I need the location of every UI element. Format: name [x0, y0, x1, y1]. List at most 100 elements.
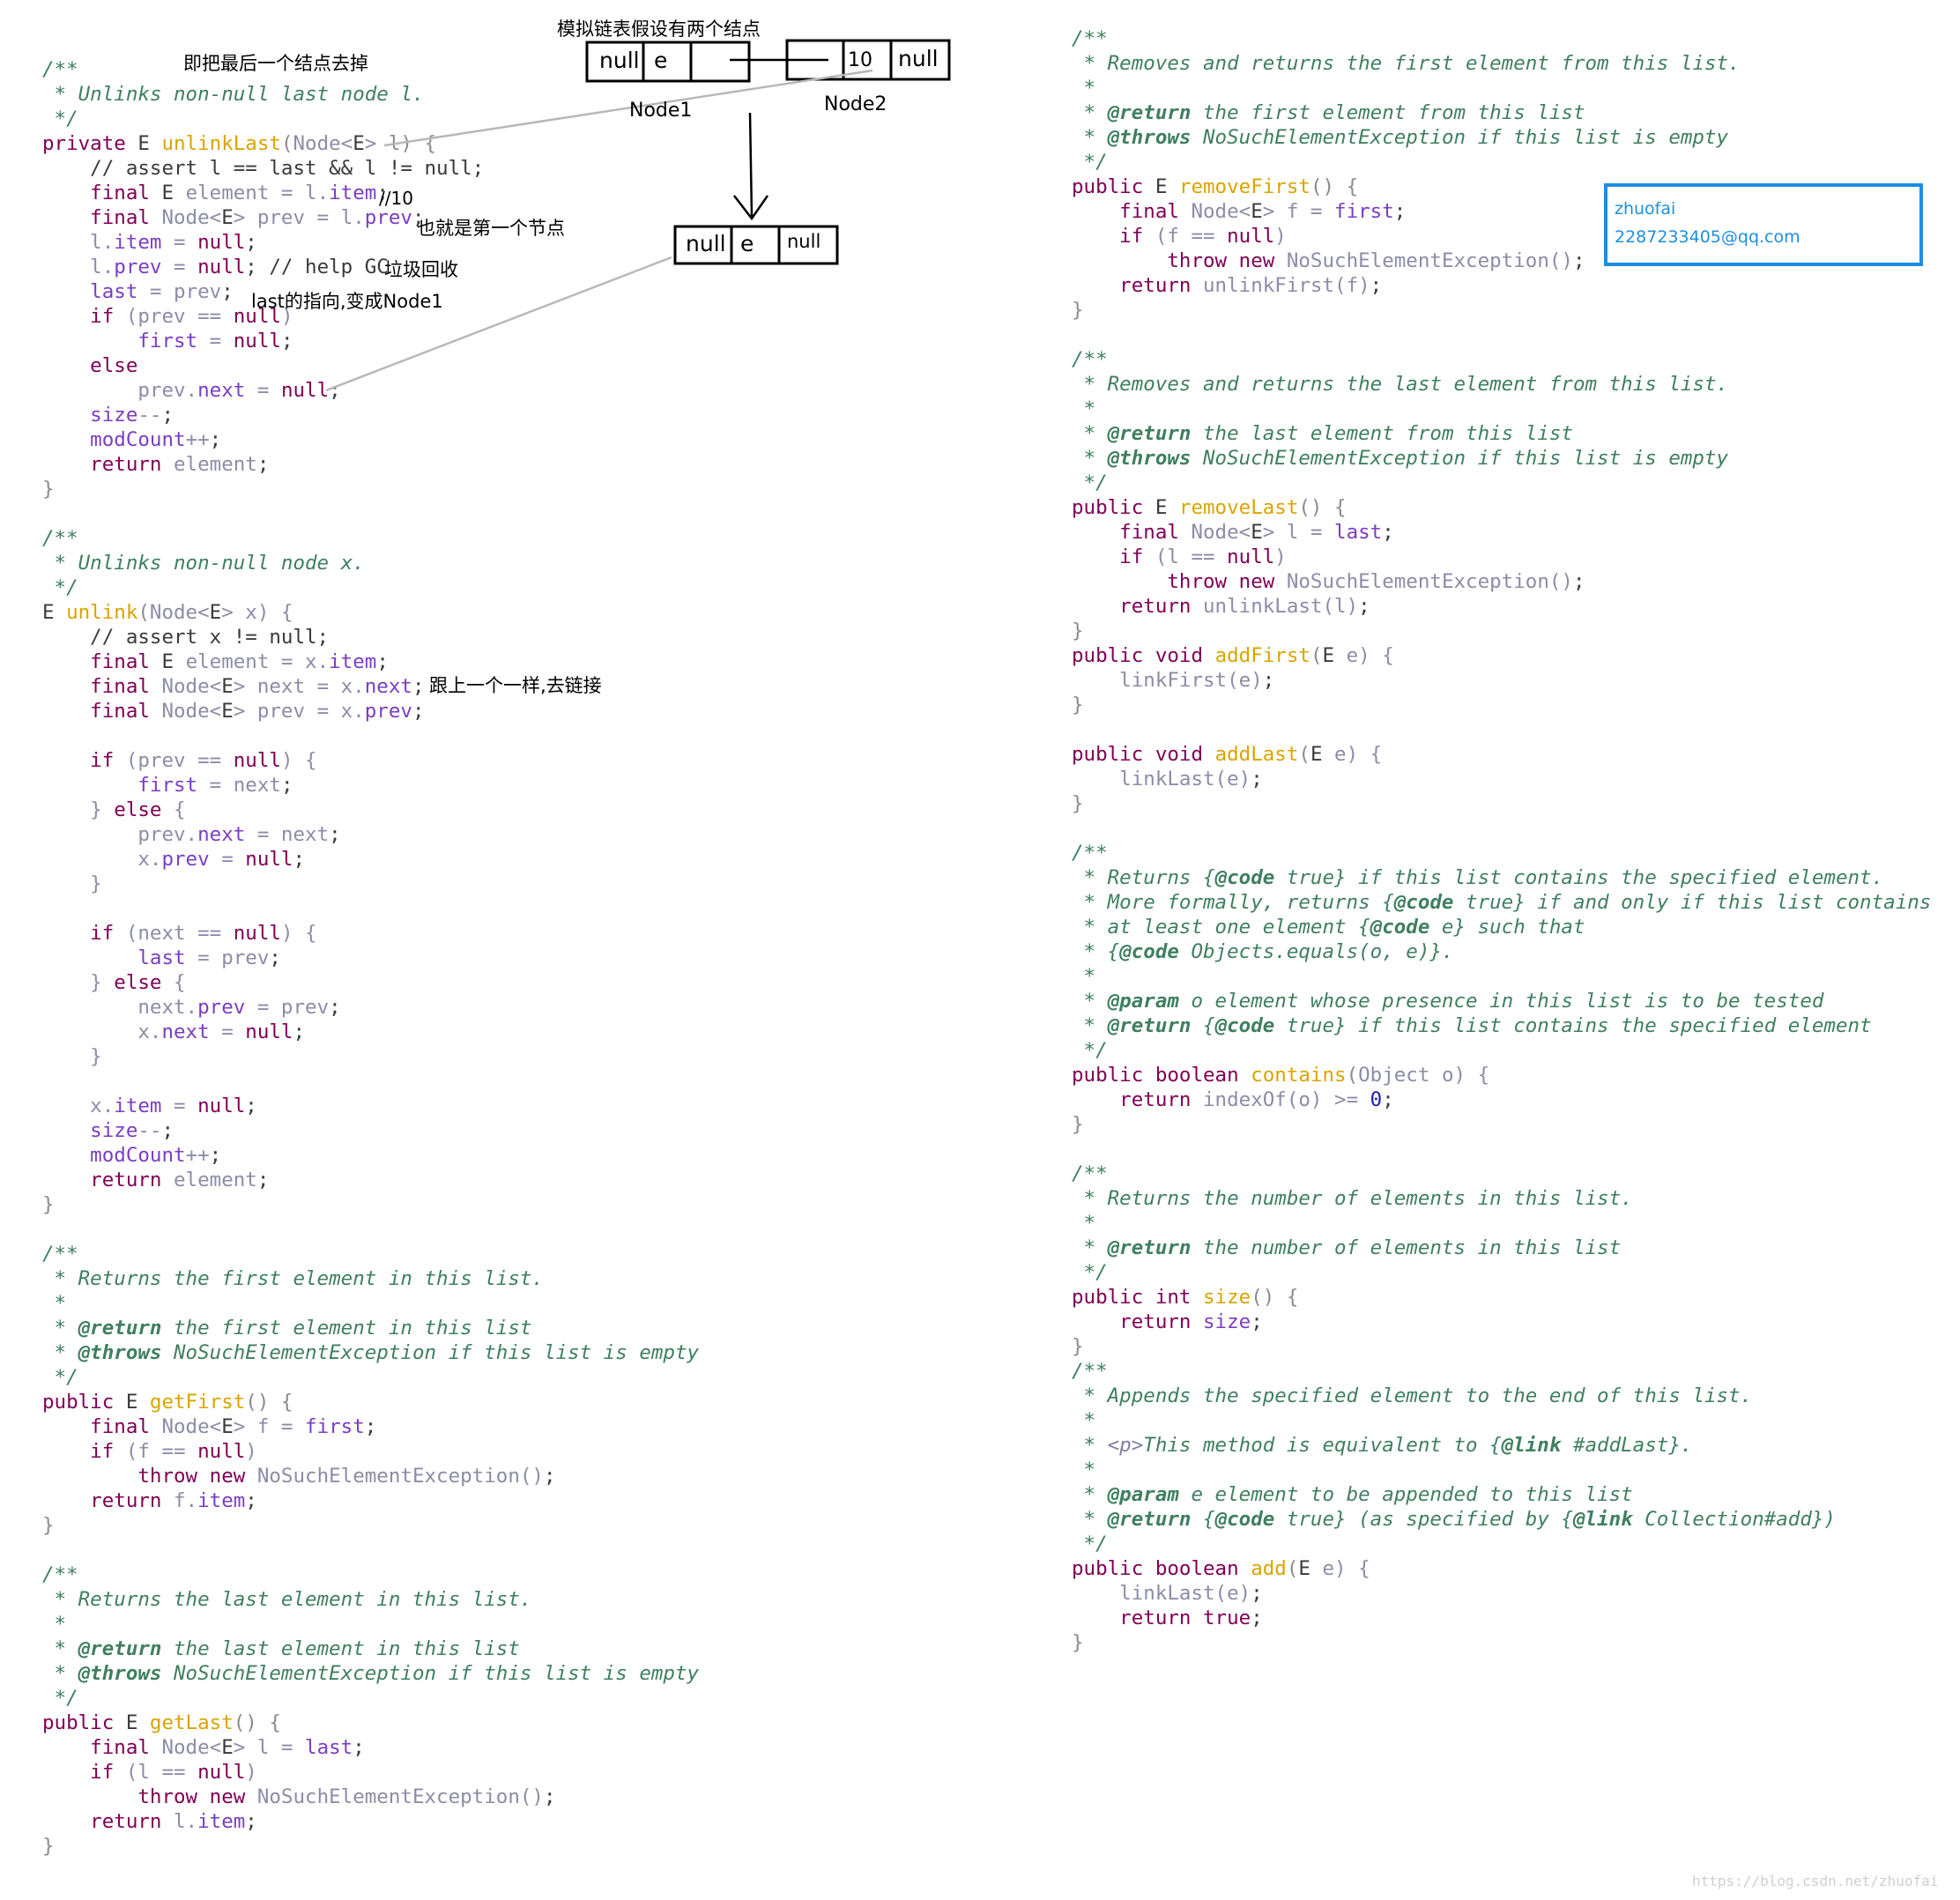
code-token: () {: [233, 1711, 281, 1734]
code-token: ): [280, 305, 293, 328]
result-node-box: [673, 225, 839, 265]
code-line: size--;: [42, 403, 699, 427]
code-token: () {: [245, 1391, 293, 1414]
code-line: final E element = l.item;: [42, 181, 699, 205]
code-token: final: [1072, 521, 1192, 544]
code-token: null: [1227, 225, 1275, 248]
code-token: ;: [412, 206, 425, 229]
code-token: ;: [269, 946, 281, 969]
code-line: */: [42, 575, 699, 600]
code-line: public void addFirst(E e) {: [1072, 643, 1931, 668]
code-token: ;: [245, 1489, 257, 1512]
code-token: /**: [42, 527, 78, 550]
code-token: /**: [42, 1563, 78, 1586]
code-token: public: [42, 1711, 126, 1734]
code-line: }: [1072, 1630, 1931, 1655]
code-token: @code: [1119, 940, 1179, 963]
code-token: indexOf(o) >=: [1203, 1088, 1370, 1111]
code-token: NoSuchElementException(): [256, 1465, 544, 1488]
code-token: E: [221, 700, 234, 723]
code-token: */: [42, 108, 78, 130]
code-token: * Returns {: [1072, 866, 1215, 889]
code-token: null: [197, 256, 246, 278]
code-token: ; // help GC: [245, 256, 389, 278]
code-token: NoSuchElementException if this list is e…: [1191, 447, 1729, 470]
code-token: item: [329, 650, 377, 673]
code-line: final Node<E> f = first;: [1072, 199, 1931, 224]
code-line: * Returns the first element in this list…: [42, 1266, 699, 1291]
code-line: */: [42, 107, 699, 131]
code-token: l.: [174, 1810, 198, 1833]
simulate-note: 模拟链表假设有两个结点: [557, 19, 761, 40]
code-token: return: [42, 453, 174, 476]
code-token: *: [1072, 965, 1096, 988]
code-token: ++: [185, 428, 210, 451]
code-token: (: [1286, 1557, 1299, 1580]
code-line: if (next == null) {: [42, 921, 699, 946]
code-line: size--;: [42, 1118, 699, 1143]
code-token: @code: [1214, 866, 1275, 889]
pointer-line-top: [383, 69, 873, 147]
code-token: prev: [114, 256, 174, 278]
code-line: final Node<E> next = x.next;: [42, 674, 699, 699]
code-line: }: [42, 872, 699, 896]
code-token: prev.: [42, 379, 198, 402]
code-token: #addLast}.: [1561, 1434, 1693, 1457]
code-token: x.: [42, 1095, 115, 1117]
code-token: public int: [1072, 1286, 1204, 1309]
code-token: *: [1072, 1483, 1108, 1506]
code-token: next: [197, 823, 257, 846]
code-token: > prev = x.: [233, 700, 365, 723]
code-line: /**: [42, 1242, 699, 1266]
code-line: */: [42, 1686, 699, 1711]
code-token: (: [1298, 743, 1310, 766]
code-line: *: [42, 1612, 699, 1637]
code-token: last: [42, 946, 198, 969]
code-token: getFirst: [149, 1391, 246, 1414]
code-token: ;: [1251, 1607, 1263, 1629]
code-token: getLast: [149, 1711, 234, 1734]
code-token: linkFirst(e): [1072, 669, 1263, 692]
code-token: @throws: [1107, 447, 1192, 470]
code-line: E unlink(Node<E> x) {: [42, 600, 699, 625]
code-line: * @param e element to be appended to thi…: [1072, 1482, 1931, 1507]
code-token: (: [1310, 644, 1323, 667]
code-token: () {: [1310, 175, 1359, 198]
code-token: if: [42, 749, 126, 772]
code-line: if (f == null): [1072, 224, 1931, 249]
code-token: // assert l == last && l != null;: [42, 157, 485, 180]
code-token: */: [1072, 471, 1108, 494]
code-token: ;: [1251, 1582, 1263, 1605]
same-as-above-note: 跟上一个一样,去链接: [429, 675, 602, 696]
code-token: }: [42, 478, 55, 501]
code-token: * Appends the specified element to the e…: [1072, 1384, 1753, 1407]
code-line: final Node<E> f = first;: [42, 1414, 699, 1439]
code-token: null: [1227, 546, 1275, 568]
code-token: item: [114, 1095, 174, 1117]
code-token: ;: [1393, 200, 1407, 223]
code-token: /**: [42, 58, 78, 81]
code-token: @return: [78, 1637, 162, 1660]
code-line: * Removes and returns the last element f…: [1072, 372, 1931, 397]
code-token: {: [1191, 1014, 1215, 1037]
code-token: */: [1072, 1261, 1108, 1284]
code-line: return l.item;: [42, 1809, 699, 1834]
code-token: ;: [1572, 249, 1585, 272]
code-token: *: [42, 1662, 78, 1685]
code-token: ;: [376, 182, 389, 204]
code-token: return: [42, 1810, 174, 1833]
code-token: e) {: [1322, 1557, 1370, 1580]
code-token: E: [137, 132, 162, 155]
result-next: null: [787, 231, 821, 252]
code-line: public int size() {: [1072, 1285, 1931, 1310]
code-line: */: [1072, 150, 1931, 174]
code-token: =: [174, 256, 198, 278]
code-token: removeLast: [1178, 496, 1299, 519]
code-token: = next: [209, 774, 281, 797]
code-line: }: [1072, 1112, 1931, 1137]
code-token: > x) {: [221, 601, 293, 624]
code-line: x.prev = null;: [42, 847, 699, 872]
code-token: @link: [1501, 1434, 1562, 1457]
code-line: * Returns {@code true} if this list cont…: [1072, 865, 1931, 890]
code-token: e) {: [1346, 644, 1394, 667]
